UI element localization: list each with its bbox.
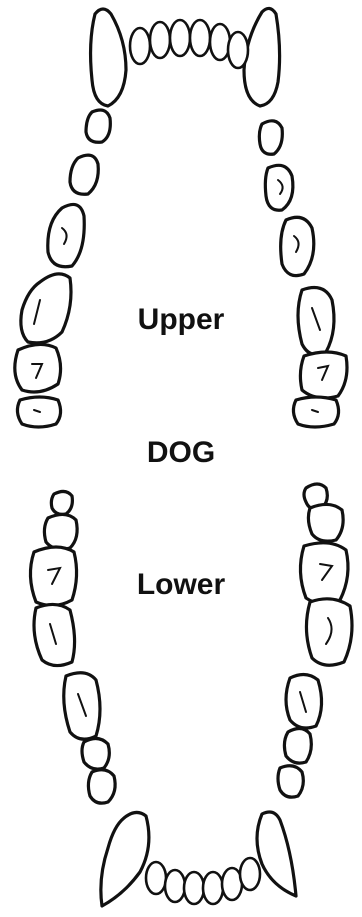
upper-right-premolar-1[interactable] [257, 119, 284, 156]
lower-label: Lower [136, 568, 226, 601]
upper-left-premolar-1[interactable] [84, 108, 112, 144]
upper-incisor-3[interactable] [168, 18, 192, 58]
lower-right-canine[interactable] [255, 810, 298, 898]
upper-left-carnassial[interactable] [19, 272, 73, 345]
lower-incisor-4[interactable] [201, 870, 225, 906]
upper-incisor-2[interactable] [148, 20, 172, 60]
lower-left-premolar-0[interactable] [86, 768, 117, 805]
lower-left-premolar-1[interactable] [80, 736, 111, 771]
upper-jaw [13, 6, 349, 429]
lower-right-premolar-3[interactable] [304, 597, 354, 667]
lower-jaw [28, 482, 354, 908]
lower-incisor-1[interactable] [144, 860, 168, 896]
lower-right-molar-1[interactable] [306, 502, 345, 543]
lower-right-premolar-0[interactable] [276, 764, 305, 799]
center-label: DOG [146, 436, 216, 469]
upper-right-premolar-3[interactable] [279, 215, 316, 278]
lower-left-molar-2[interactable] [49, 489, 74, 516]
lower-left-molar-1[interactable] [42, 512, 79, 551]
upper-incisor-1[interactable] [128, 26, 152, 66]
upper-left-premolar-2[interactable] [68, 153, 100, 196]
lower-incisor-6[interactable] [238, 856, 262, 892]
upper-incisor-6[interactable] [226, 30, 250, 70]
upper-label: Upper [137, 303, 225, 336]
upper-right-premolar-2[interactable] [263, 163, 295, 212]
upper-incisor-4[interactable] [188, 18, 212, 58]
lower-left-carnassial[interactable] [28, 545, 79, 608]
lower-incisor-2[interactable] [163, 868, 187, 904]
lower-left-canine[interactable] [99, 810, 151, 908]
lower-right-premolar-1[interactable] [282, 726, 313, 765]
upper-left-canine[interactable] [88, 7, 128, 108]
upper-left-molar-1[interactable] [13, 342, 63, 394]
lower-incisor-3[interactable] [182, 870, 206, 906]
upper-right-canine[interactable] [242, 6, 282, 108]
